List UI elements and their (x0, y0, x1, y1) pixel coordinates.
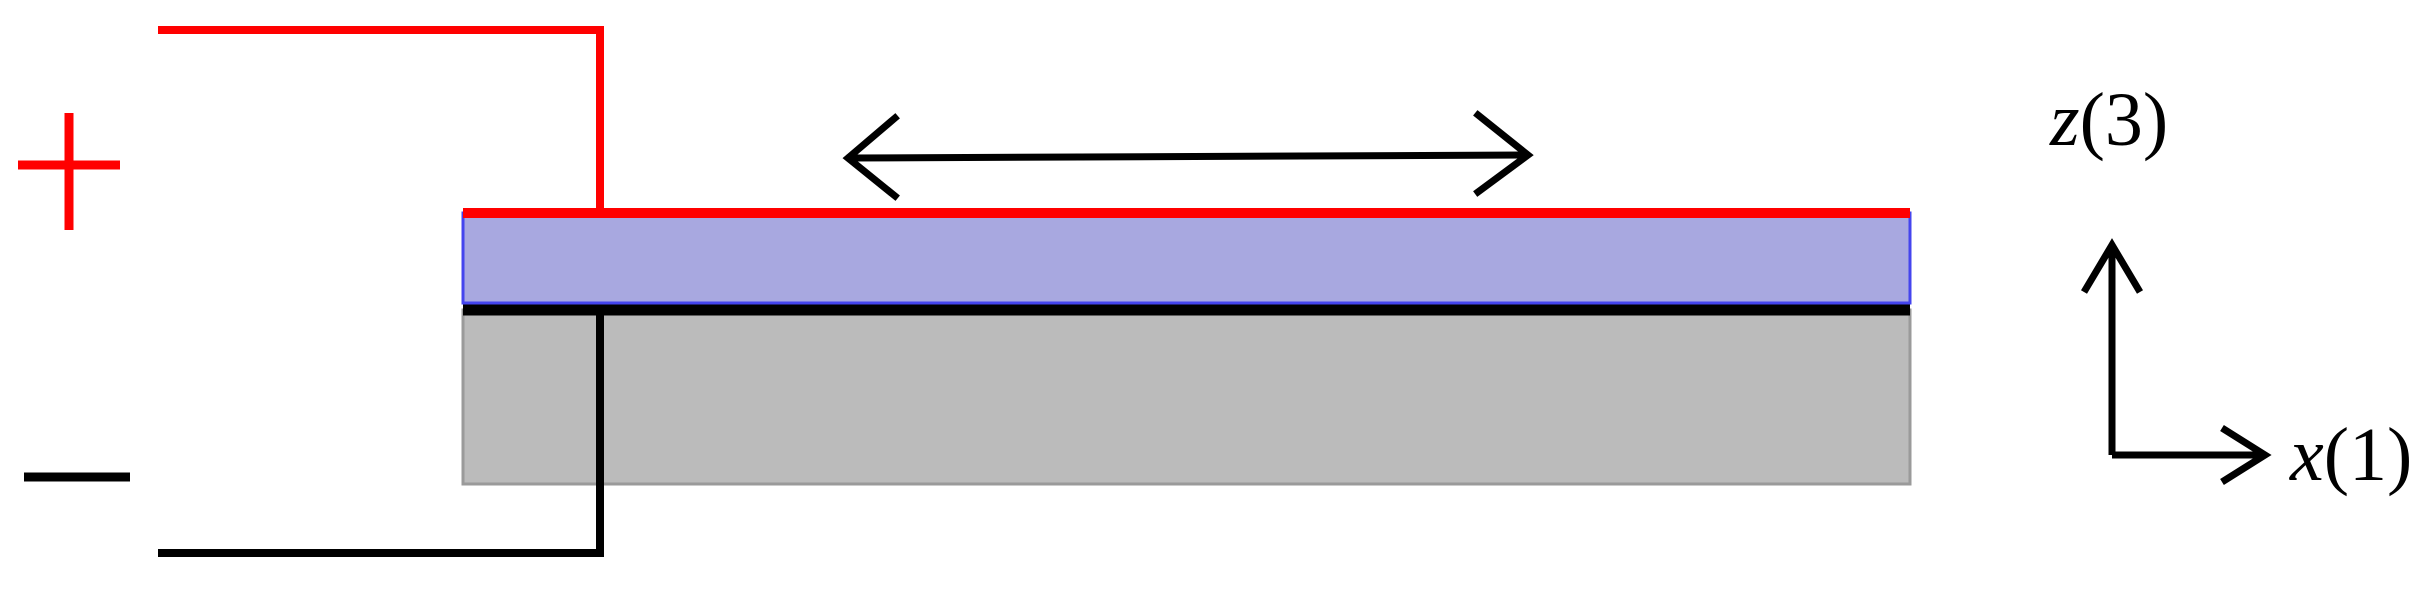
positive-terminal-symbol (18, 113, 120, 230)
x-axis-arrow (2112, 425, 2272, 485)
negative-lead-wire (158, 310, 604, 557)
substrate (461, 308, 1912, 486)
x-axis-label: x(1) (2289, 413, 2412, 497)
positive-lead-wire (158, 26, 604, 216)
z-axis-variable: z (2049, 78, 2080, 162)
z-axis-index: (3) (2080, 78, 2169, 162)
z-axis-label: z(3) (2049, 78, 2168, 162)
piezo-film (461, 211, 1912, 305)
x-axis-variable: x (2289, 413, 2324, 497)
in-plane-strain-double-arrow (842, 110, 1534, 201)
x-axis-index: (1) (2324, 413, 2413, 497)
z-axis-arrow (2080, 238, 2144, 455)
